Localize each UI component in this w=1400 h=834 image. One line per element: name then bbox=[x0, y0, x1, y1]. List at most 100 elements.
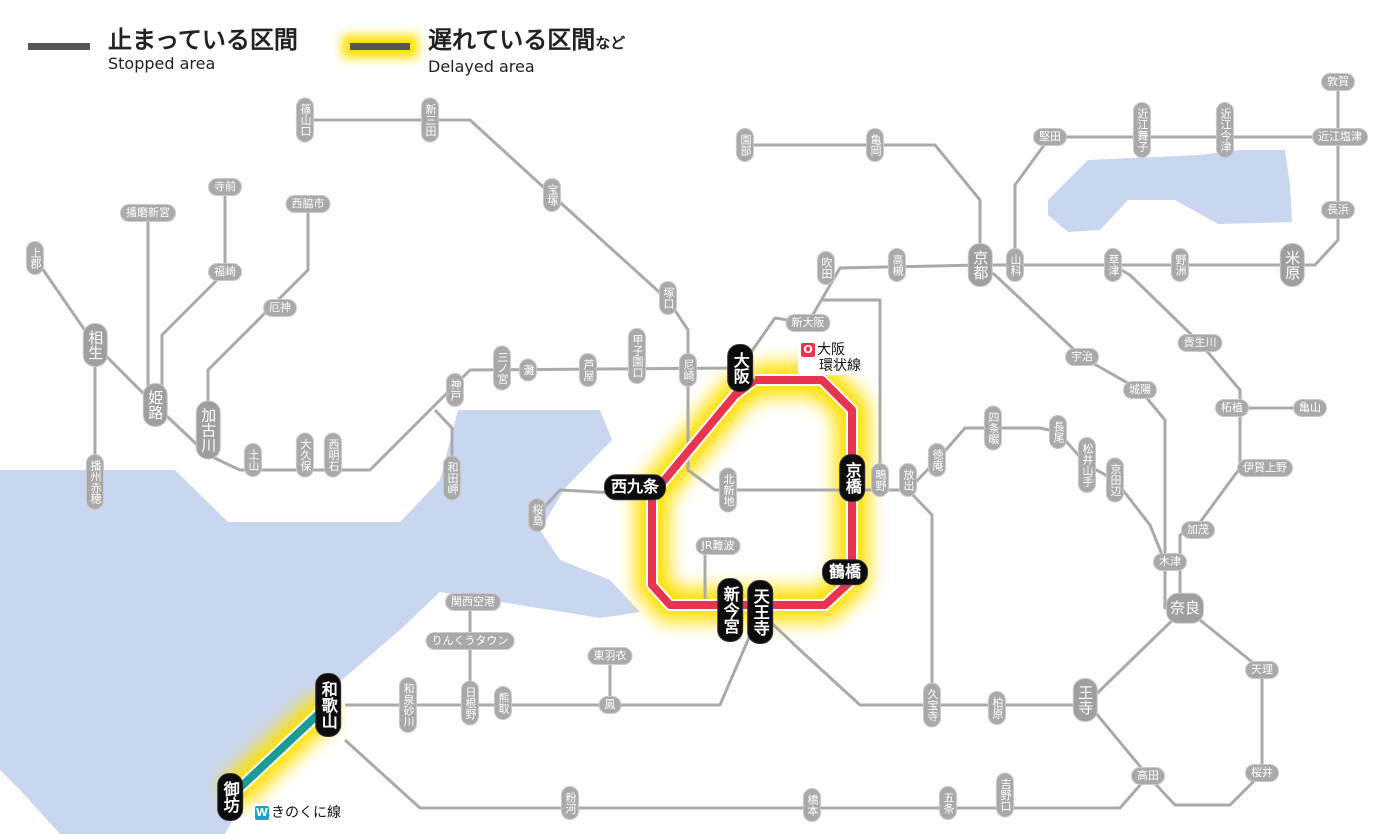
station-wakayama[interactable]: 和歌山 bbox=[315, 673, 341, 737]
kinokuni-line bbox=[227, 702, 331, 800]
station-sakurajima[interactable]: 桜島 bbox=[527, 498, 547, 532]
station-izumisunagawa[interactable]: 和泉砂川 bbox=[398, 677, 418, 733]
track-segment bbox=[1112, 263, 1310, 410]
station-hashimoto[interactable]: 橋本 bbox=[802, 788, 822, 822]
station-kameoka[interactable]: 亀岡 bbox=[865, 128, 885, 162]
station-omiimazu[interactable]: 近江今津 bbox=[1215, 102, 1235, 158]
station-hanaten[interactable]: 放出 bbox=[898, 463, 918, 497]
station-tenri[interactable]: 天理 bbox=[1245, 660, 1279, 680]
station-nishiakashi[interactable]: 西明石 bbox=[323, 432, 343, 478]
stopped-swatch bbox=[28, 43, 90, 50]
track-segment bbox=[206, 204, 310, 430]
station-koshienguchi[interactable]: 甲子園口 bbox=[627, 328, 647, 384]
track-segment bbox=[686, 370, 852, 492]
station-amagasaki[interactable]: 尼崎 bbox=[678, 353, 698, 387]
station-yoshinoguchi[interactable]: 吉野口 bbox=[995, 772, 1015, 818]
station-yasu[interactable]: 野洲 bbox=[1170, 248, 1190, 282]
station-tsukaguchi[interactable]: 塚口 bbox=[658, 281, 678, 315]
station-kyuhoji[interactable]: 久宝寺 bbox=[922, 682, 942, 728]
station-takarazuka[interactable]: 宝塚 bbox=[542, 178, 562, 212]
station-joyo[interactable]: 城陽 bbox=[1123, 380, 1157, 400]
station-omishiotsu[interactable]: 近江塩津 bbox=[1312, 127, 1368, 147]
station-yamashina[interactable]: 山科 bbox=[1005, 248, 1025, 282]
station-banshuako[interactable]: 播州赤穂 bbox=[85, 454, 105, 510]
station-osaka[interactable]: 大阪 bbox=[727, 344, 753, 392]
station-kameyama[interactable]: 亀山 bbox=[1293, 398, 1327, 418]
station-shinimamiya[interactable]: 新今宮 bbox=[717, 578, 743, 642]
station-tsuruga[interactable]: 敦賀 bbox=[1321, 72, 1355, 92]
station-kusatsu[interactable]: 草津 bbox=[1103, 248, 1123, 282]
station-kakogawa[interactable]: 加古川 bbox=[195, 400, 221, 460]
station-nishiwakishi[interactable]: 西脇市 bbox=[285, 194, 331, 214]
track-segment bbox=[1178, 408, 1242, 608]
station-otori[interactable]: 鳳 bbox=[598, 695, 622, 715]
station-kashiwara[interactable]: 柏原 bbox=[987, 691, 1007, 725]
station-kyotanabe[interactable]: 京田辺 bbox=[1105, 457, 1125, 503]
track-segment bbox=[745, 143, 982, 265]
station-maibara[interactable]: 米原 bbox=[1279, 243, 1305, 287]
station-gobo[interactable]: 御坊 bbox=[217, 773, 243, 821]
station-kumatori[interactable]: 熊取 bbox=[493, 686, 513, 720]
station-tsuchiyama[interactable]: 土山 bbox=[243, 443, 263, 477]
station-ashiya[interactable]: 芦屋 bbox=[578, 353, 598, 387]
station-tsuge[interactable]: 柘植 bbox=[1215, 398, 1249, 418]
station-kansaikuko[interactable]: 関西空港 bbox=[445, 592, 501, 612]
station-aioi[interactable]: 相生 bbox=[82, 323, 108, 367]
station-omimaiko[interactable]: 近江舞子 bbox=[1132, 102, 1152, 158]
station-nagao[interactable]: 長尾 bbox=[1048, 415, 1068, 449]
station-kobe[interactable]: 神戸 bbox=[445, 373, 465, 407]
station-takatsuki[interactable]: 高槻 bbox=[887, 248, 907, 282]
station-gojo[interactable]: 五条 bbox=[938, 786, 958, 820]
water-layer bbox=[0, 150, 1292, 834]
station-suita[interactable]: 吹田 bbox=[816, 251, 836, 285]
station-igaueno[interactable]: 伊賀上野 bbox=[1237, 458, 1293, 478]
track-segment bbox=[906, 488, 934, 705]
station-kyobashi[interactable]: 京橋 bbox=[839, 454, 865, 502]
station-rinkutown[interactable]: りんくうタウン bbox=[425, 631, 515, 651]
station-jrnamba[interactable]: JR難波 bbox=[695, 536, 741, 556]
station-harimashingu[interactable]: 播磨新宮 bbox=[120, 203, 176, 223]
track-segment bbox=[305, 118, 690, 370]
station-okubo[interactable]: 大久保 bbox=[295, 432, 315, 478]
station-katata[interactable]: 堅田 bbox=[1033, 127, 1067, 147]
station-hineno[interactable]: 日根野 bbox=[460, 680, 480, 726]
station-shigino[interactable]: 鴫野 bbox=[870, 463, 890, 497]
station-tennoji[interactable]: 天王寺 bbox=[747, 580, 773, 644]
legend-delayed-suffix: など bbox=[595, 34, 626, 52]
station-sakurai[interactable]: 桜井 bbox=[1245, 763, 1279, 783]
station-kamo[interactable]: 加茂 bbox=[1181, 520, 1215, 540]
station-kitashinchi[interactable]: 北新地 bbox=[718, 467, 738, 513]
station-uji[interactable]: 宇治 bbox=[1065, 347, 1099, 367]
station-shinosaka[interactable]: 新大阪 bbox=[785, 313, 831, 333]
station-nagahama[interactable]: 長浜 bbox=[1321, 200, 1355, 220]
station-shinsanda[interactable]: 新三田 bbox=[420, 97, 440, 143]
station-yakujin[interactable]: 厄神 bbox=[263, 298, 297, 318]
station-nara[interactable]: 奈良 bbox=[1165, 592, 1205, 624]
station-fukusaki[interactable]: 福崎 bbox=[208, 262, 242, 282]
lake-biwa bbox=[1048, 150, 1292, 232]
station-himeji[interactable]: 姫路 bbox=[142, 383, 168, 427]
station-kizu[interactable]: 木津 bbox=[1153, 552, 1187, 572]
station-nada[interactable]: 灘 bbox=[518, 358, 538, 382]
station-oji[interactable]: 王寺 bbox=[1072, 678, 1098, 722]
station-wadamisaki[interactable]: 和田岬 bbox=[442, 455, 462, 501]
station-kamigori[interactable]: 上郡 bbox=[25, 241, 45, 275]
station-matsuiyamate[interactable]: 松井山手 bbox=[1077, 437, 1097, 493]
legend-delayed-en: Delayed area bbox=[428, 57, 535, 76]
station-sasayamaguchi[interactable]: 篠山口 bbox=[295, 97, 315, 143]
station-nishikujo[interactable]: 西九条 bbox=[603, 474, 667, 500]
station-tokuan[interactable]: 徳庵 bbox=[927, 443, 947, 477]
station-kibukawa[interactable]: 貴生川 bbox=[1177, 333, 1223, 353]
station-sannomiya[interactable]: 三ノ宮 bbox=[492, 345, 512, 391]
osaka-bay bbox=[0, 410, 640, 834]
station-takada[interactable]: 高田 bbox=[1131, 766, 1165, 786]
station-sonobe[interactable]: 園部 bbox=[735, 128, 755, 162]
station-tsuruhashi[interactable]: 鶴橋 bbox=[821, 559, 869, 585]
station-kyoto[interactable]: 京都 bbox=[967, 243, 993, 287]
station-shijonawate[interactable]: 四条畷 bbox=[983, 405, 1003, 451]
station-teramae[interactable]: 寺前 bbox=[208, 177, 242, 197]
station-higashihagoromo[interactable]: 東羽衣 bbox=[587, 646, 633, 666]
station-kokawa[interactable]: 粉河 bbox=[560, 786, 580, 820]
